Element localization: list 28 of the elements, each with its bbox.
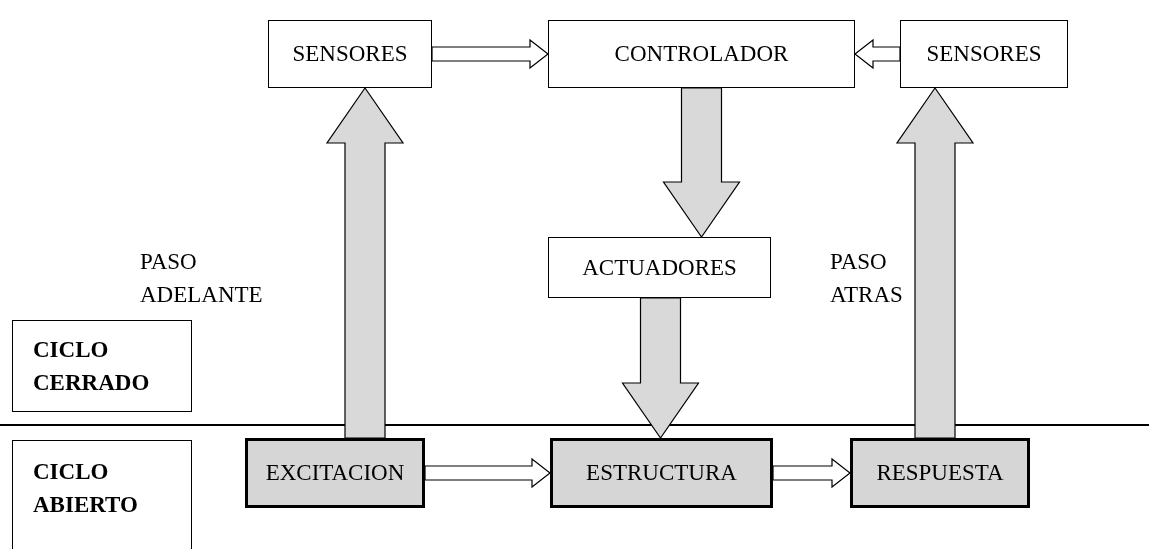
- block-arrow: [772, 457, 851, 489]
- node-text: CICLO CERRADO: [33, 335, 151, 397]
- process-box: [245, 438, 425, 508]
- block-arrow: [662, 87, 741, 239]
- node-text: EXCITACION: [265, 459, 405, 488]
- node-text: CICLO ABIERTO: [33, 458, 139, 520]
- node-text: SENSORES: [926, 40, 1042, 69]
- process-box: [900, 20, 1068, 88]
- label-box: [12, 320, 192, 412]
- node-text: SENSORES: [292, 40, 408, 69]
- node-text: RESPUESTA: [876, 459, 1004, 488]
- side-label: PASO ADELANTE: [140, 248, 264, 310]
- process-box: [548, 237, 771, 298]
- process-box: [850, 438, 1030, 508]
- process-box: [268, 20, 432, 88]
- block-arrow: [424, 457, 551, 489]
- block-arrow: [895, 86, 975, 439]
- label-box: [12, 440, 192, 549]
- node-text: CONTROLADOR: [614, 40, 789, 69]
- block-arrow: [854, 38, 901, 70]
- process-box: [548, 20, 855, 88]
- side-label: PASO ATRAS: [830, 248, 904, 310]
- block-arrow: [325, 86, 405, 439]
- node-text: ESTRUCTURA: [586, 459, 737, 488]
- block-arrow: [431, 38, 549, 70]
- block-arrow: [621, 297, 700, 440]
- node-text: ACTUADORES: [582, 253, 737, 282]
- process-box: [550, 438, 773, 508]
